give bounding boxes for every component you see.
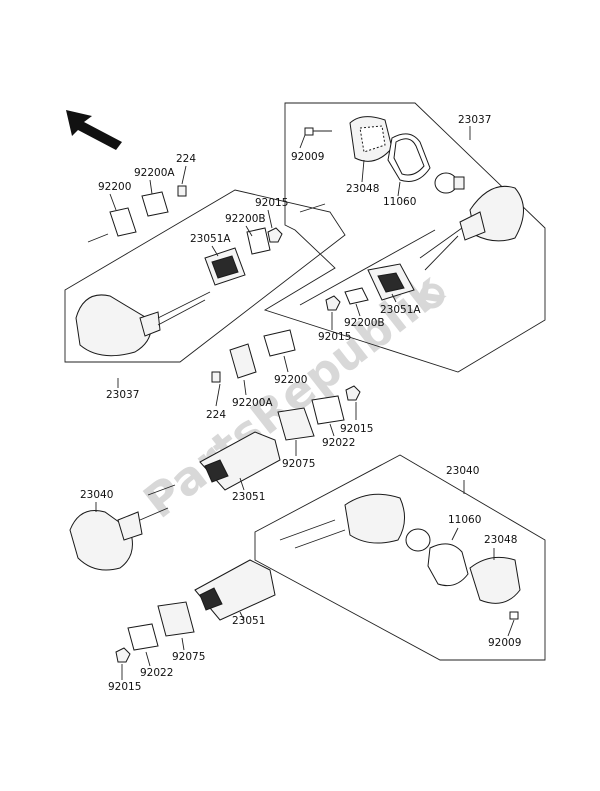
rubber-23051A-left: [204, 247, 246, 286]
label-92200-top: 92200: [98, 181, 131, 193]
screw-92009-top: [304, 127, 332, 136]
signal-housing-23040-left: [69, 484, 176, 571]
nut-92015-bottom: [115, 647, 131, 663]
label-23040-right: 23040: [446, 465, 479, 477]
lens-23048-bottom: [469, 556, 521, 604]
nut-92015-left: [267, 227, 283, 243]
label-23051A-right: 23051A: [380, 304, 421, 316]
bracket-92200B-left: [246, 227, 271, 255]
label-23048-top: 23048: [346, 183, 379, 195]
plate-92022-bottom: [127, 623, 159, 651]
assembly-box-bottom-right: [254, 454, 546, 661]
label-23037-top: 23037: [458, 114, 491, 126]
rubber-23051-bottom: [194, 559, 276, 621]
rubber-92075-mid: [277, 407, 315, 441]
nut-92015-mid: [345, 385, 361, 401]
nut-92015-right: [325, 295, 341, 311]
bracket-92200A-mid: [229, 343, 257, 379]
label-23048-bottom: 23048: [484, 534, 517, 546]
assembly-box-top-left: [64, 189, 346, 363]
watermark-gear-icon: [419, 283, 445, 309]
signal-housing-top-left: [75, 291, 211, 357]
label-92200B-right: 92200B: [344, 317, 385, 329]
rubber-92075-bottom: [157, 601, 195, 637]
label-92200B-left: 92200B: [225, 213, 266, 225]
label-224-top: 224: [176, 153, 196, 165]
direction-indicator-lines: [87, 203, 326, 243]
gasket-11060-bottom: [427, 543, 469, 587]
rubber-23051A-right: [367, 263, 415, 301]
bracket-92200B-right: [344, 287, 369, 305]
signal-housing-23040-right: [279, 493, 405, 549]
label-23051-mid: 23051: [232, 491, 265, 503]
label-92009-bottom: 92009: [488, 637, 521, 649]
label-92009-top: 92009: [291, 151, 324, 163]
label-23037-left: 23037: [106, 389, 139, 401]
assembly-box-top-right: [263, 102, 546, 373]
label-92015-right: 92015: [318, 331, 351, 343]
gasket-11060-top: [387, 133, 431, 182]
bolt-224-top: [177, 185, 187, 197]
label-92075-bottom: 92075: [172, 651, 205, 663]
screw-92009-bottom: [509, 611, 519, 620]
label-92015-left: 92015: [255, 197, 288, 209]
bolt-224-mid: [211, 371, 221, 383]
leader-lines: [95, 126, 515, 680]
plate-92022-mid: [311, 395, 345, 425]
label-11060-bottom: 11060: [448, 514, 481, 526]
label-11060-top: 11060: [383, 196, 416, 208]
rubber-23051-mid: [199, 431, 281, 491]
bulb-top: [434, 172, 465, 194]
plate-92200-mid: [263, 329, 296, 357]
watermark: PartsRepublik: [134, 262, 454, 529]
label-92022-bottom: 92022: [140, 667, 173, 679]
label-23040-left: 23040: [80, 489, 113, 501]
label-92200A-top: 92200A: [134, 167, 175, 179]
label-23051A-left: 23051A: [190, 233, 231, 245]
bulb-bottom: [405, 528, 431, 552]
plate-92200-top-left: [109, 207, 137, 237]
front-direction-arrow-icon: [66, 110, 122, 150]
label-92075-mid: 92075: [282, 458, 315, 470]
bracket-92200A-top-left: [141, 191, 169, 217]
label-92015-bottom: 92015: [108, 681, 141, 693]
lens-23048-top: [349, 116, 393, 162]
label-224-mid: 224: [206, 409, 226, 421]
signal-housing-top-right: [299, 185, 524, 306]
label-23051-bottom: 23051: [232, 615, 265, 627]
label-92015-mid: 92015: [340, 423, 373, 435]
label-92022-mid: 92022: [322, 437, 355, 449]
label-92200A-mid: 92200A: [232, 397, 273, 409]
label-92200-mid: 92200: [274, 374, 307, 386]
